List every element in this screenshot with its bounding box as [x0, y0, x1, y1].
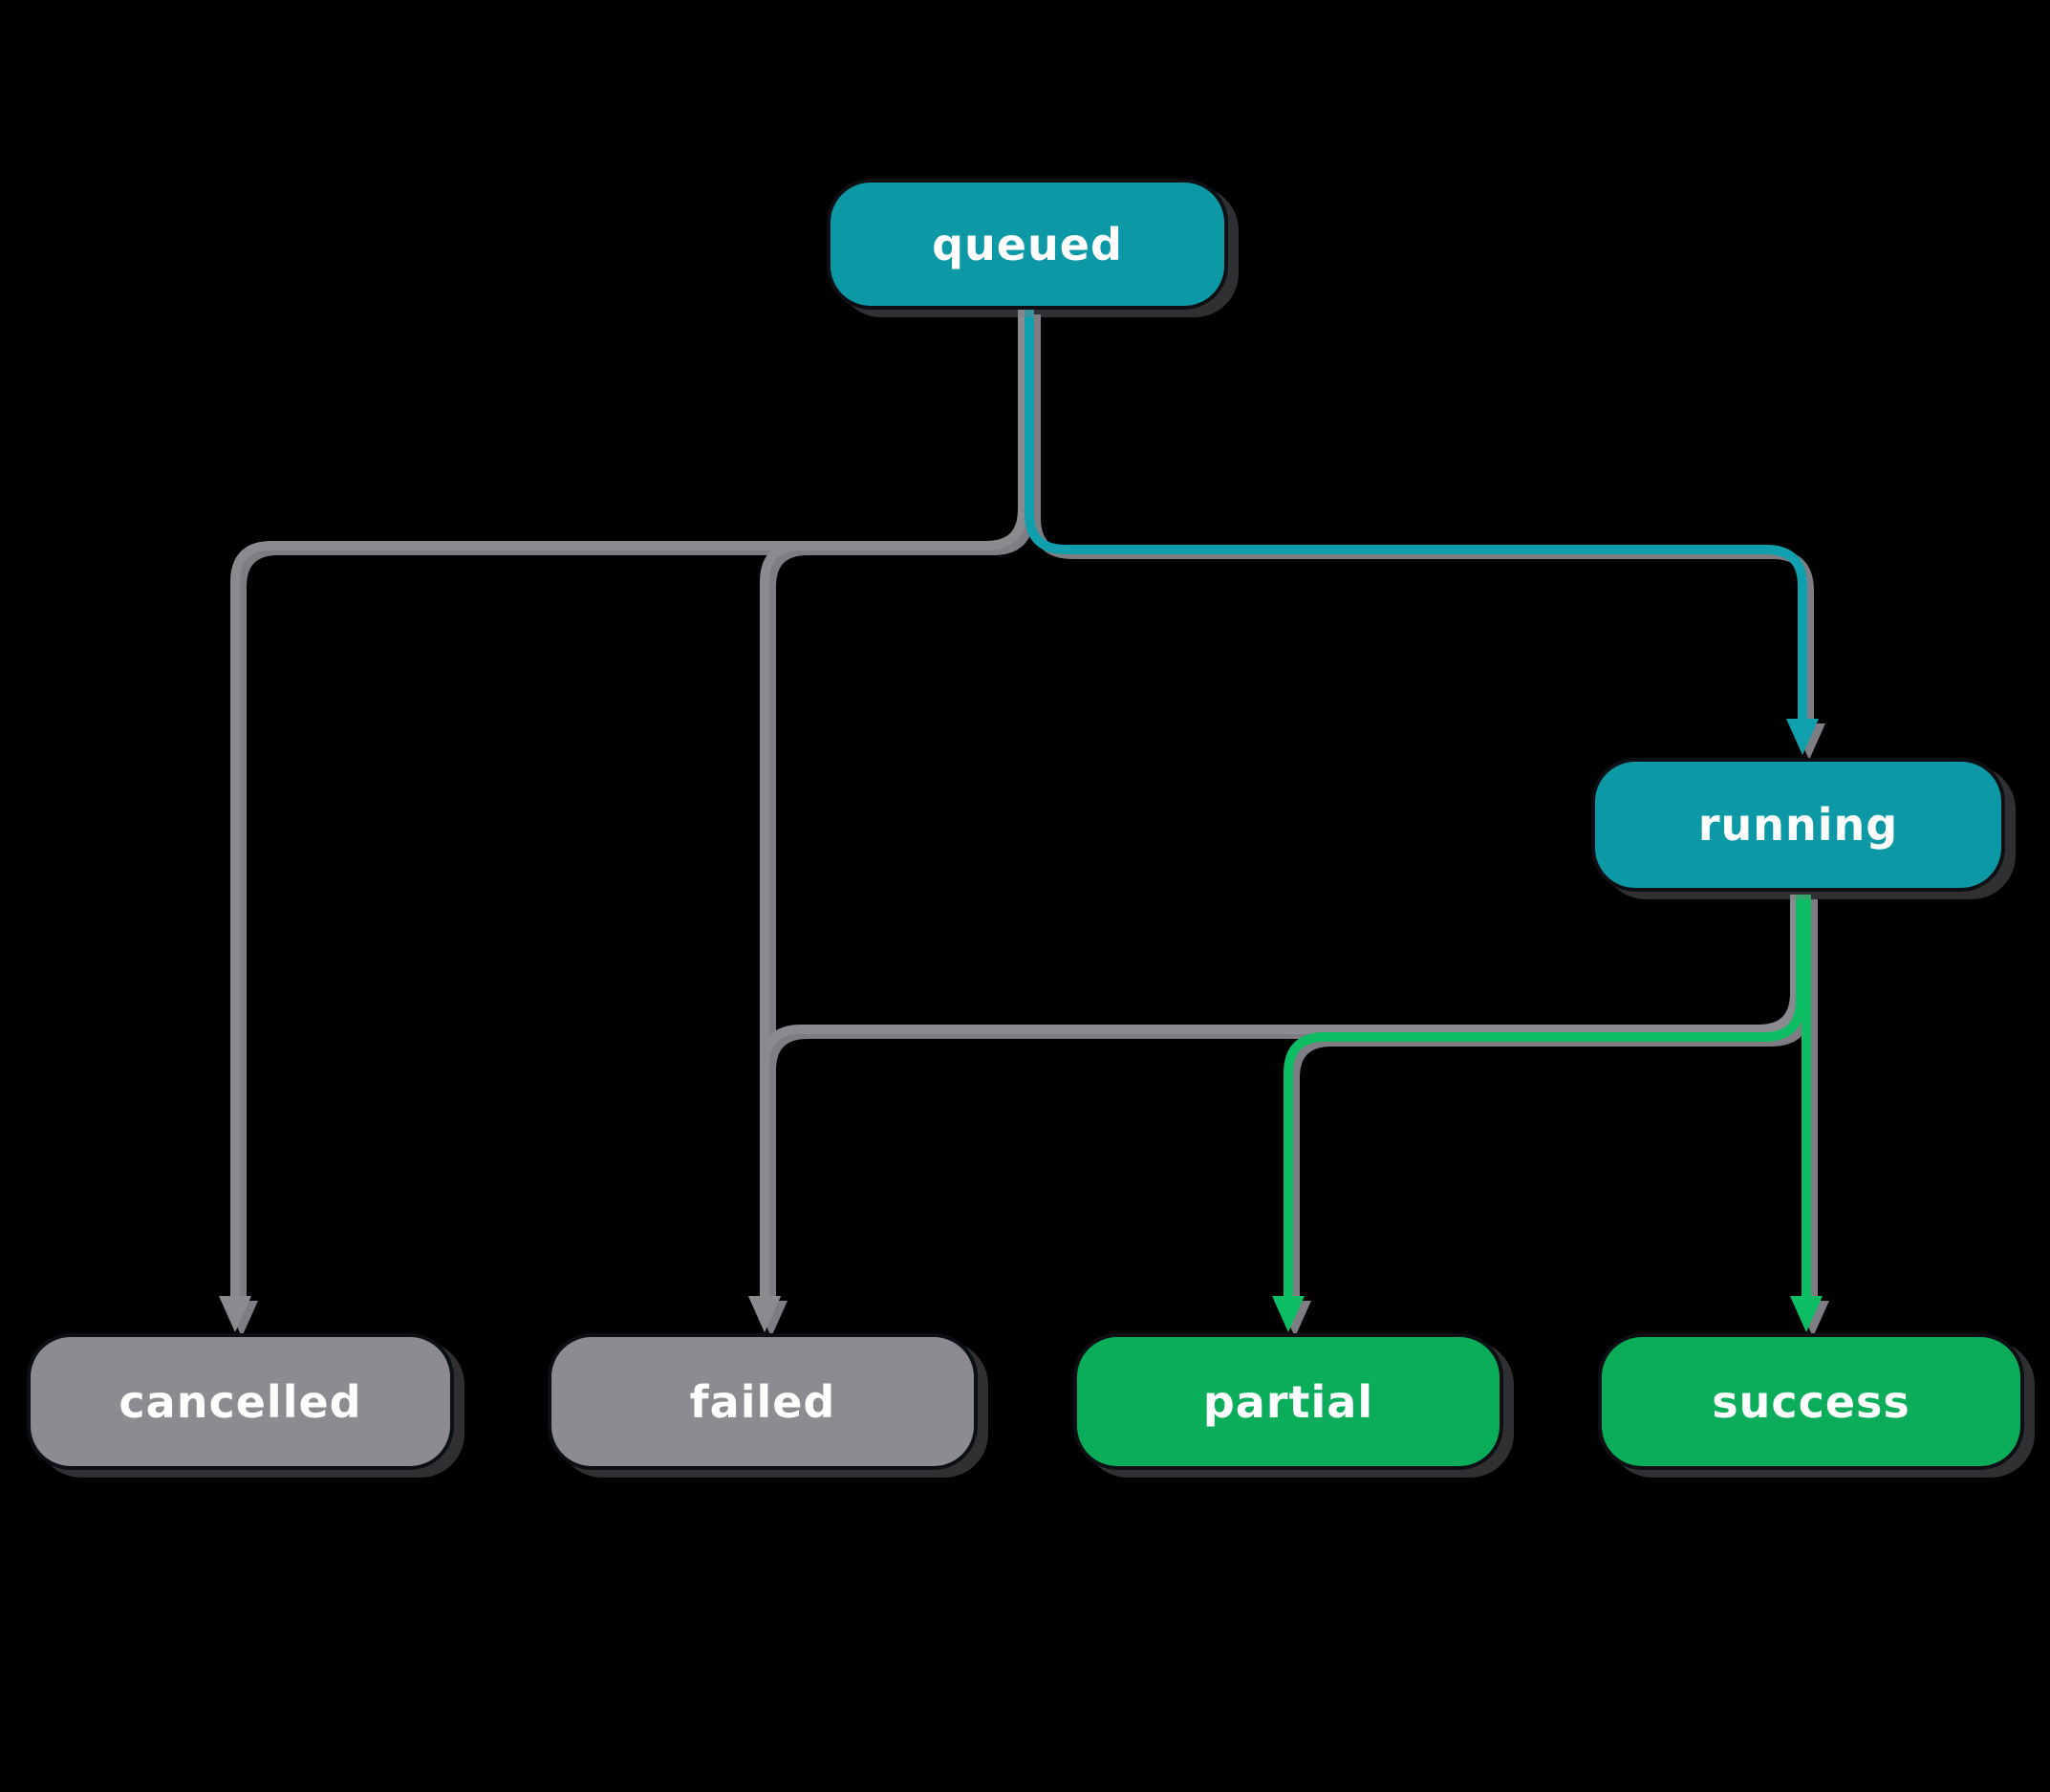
- arrowhead-partial: [1272, 1296, 1305, 1332]
- state-label-cancelled: cancelled: [119, 1375, 362, 1428]
- state-node-partial: partial: [1073, 1333, 1503, 1470]
- state-node-success: success: [1598, 1333, 2024, 1470]
- state-label-success: success: [1712, 1375, 1910, 1428]
- state-label-queued: queued: [932, 218, 1123, 270]
- state-node-running: running: [1591, 758, 2005, 892]
- state-label-failed: failed: [689, 1375, 836, 1428]
- edge-queued-failed: [748, 310, 1027, 1332]
- state-node-failed: failed: [548, 1333, 978, 1470]
- edge-running-partial: [1272, 895, 1805, 1332]
- arrowhead-failed-2: [748, 1296, 781, 1332]
- edge-running-failed: [748, 895, 1800, 1332]
- state-node-queued: queued: [827, 179, 1228, 310]
- state-label-running: running: [1697, 799, 1899, 851]
- arrowhead-running: [1786, 719, 1819, 755]
- edge-running-success: [1790, 895, 1823, 1332]
- state-node-cancelled: cancelled: [27, 1333, 454, 1470]
- state-label-partial: partial: [1202, 1375, 1374, 1428]
- edge-queued-cancelled: [219, 310, 1027, 1332]
- edge-queued-running: [1025, 310, 1819, 755]
- arrowhead-success: [1790, 1296, 1823, 1332]
- arrowhead-cancelled: [219, 1296, 251, 1332]
